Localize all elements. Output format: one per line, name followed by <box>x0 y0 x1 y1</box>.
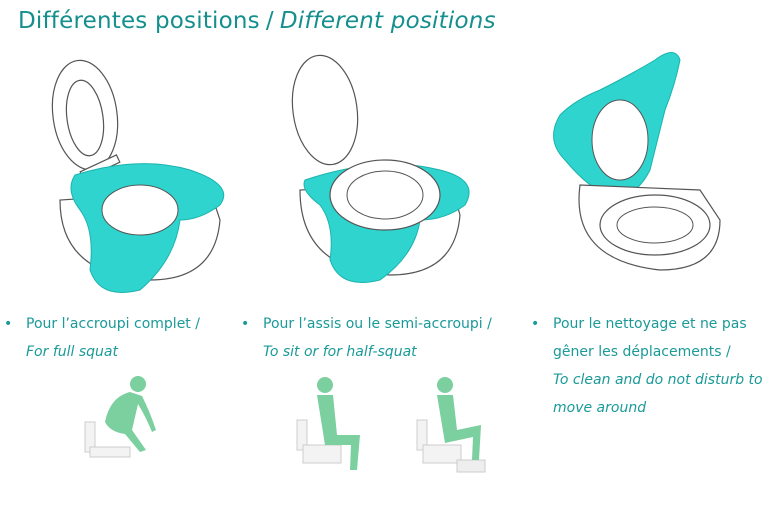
sitting-person-figure <box>296 377 360 470</box>
title-en: Different positions <box>279 8 496 34</box>
caption-full-squat: • Pour l’accroupi complet / For full squ… <box>4 310 236 366</box>
title-fr: Différentes positions <box>18 8 260 34</box>
toilet-full-cover-illustration <box>51 59 225 293</box>
title-separator: / <box>265 8 274 34</box>
caption-fr: Pour l’accroupi complet / <box>26 316 200 332</box>
bullet: • <box>531 316 540 332</box>
lid-inner <box>65 79 105 157</box>
squatting-person-figure <box>84 376 156 458</box>
toilet-cover-lifted-illustration <box>553 52 721 271</box>
toilet-base <box>422 444 462 464</box>
caption-fr: Pour le nettoyage et ne pas gêner les dé… <box>553 316 747 360</box>
caption-en: For full squat <box>26 344 118 360</box>
toilet-tank <box>416 419 428 451</box>
caption-en: To sit or for half-squat <box>263 344 417 360</box>
body <box>317 395 360 470</box>
page-title: Différentes positions/Different position… <box>18 8 496 34</box>
body <box>105 392 156 452</box>
seat-opening <box>616 206 694 244</box>
caption-en: To clean and do not disturb to move arou… <box>553 372 763 416</box>
seat-opening <box>346 170 424 220</box>
cover-opening <box>591 99 649 181</box>
toilet-lid <box>291 54 359 166</box>
caption-fr: Pour l’assis ou le semi-accroupi / <box>263 316 492 332</box>
head <box>130 376 146 392</box>
head <box>437 377 453 393</box>
head <box>317 377 333 393</box>
toilet-base <box>89 446 131 458</box>
half-squat-person-figure <box>416 377 486 473</box>
toilet-seat-illustration <box>291 54 470 283</box>
body <box>437 395 481 460</box>
bullet: • <box>4 316 13 332</box>
cover-opening <box>101 184 179 236</box>
toilet-base <box>302 444 342 464</box>
caption-sit-half-squat: • Pour l’assis ou le semi-accroupi / To … <box>241 310 523 366</box>
footstool <box>456 459 486 473</box>
bullet: • <box>241 316 250 332</box>
toilet-tank <box>296 419 308 451</box>
caption-cleaning: • Pour le nettoyage et ne pas gêner les … <box>531 310 778 422</box>
